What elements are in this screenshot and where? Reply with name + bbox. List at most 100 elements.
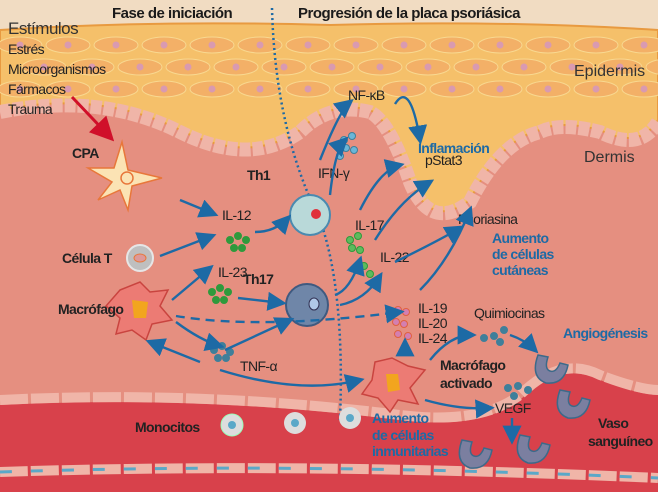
phase-divider (270, 7, 343, 421)
keratinocyte-nucleus (40, 63, 48, 71)
label-nf-kb: NF-κB (348, 87, 385, 103)
label-activated-macrophage: Macrófago (440, 357, 505, 373)
label-tnf-alpha: TNF-α (240, 358, 277, 374)
epidermis-cells (0, 36, 658, 98)
label-blood-vessel: sanguíneo (588, 433, 653, 449)
keratinocyte-nucleus (208, 41, 216, 49)
monocyte-cells (220, 407, 361, 437)
cytokine-dot (224, 288, 232, 296)
keratinocyte-nucleus (304, 41, 312, 49)
cytokine-dot (510, 392, 518, 400)
keratinocyte-nucleus (16, 85, 24, 93)
label-t-cell: Célula T (62, 250, 113, 266)
stimulus-item: Trauma (8, 101, 53, 117)
cytokine-dot (490, 332, 498, 340)
keratinocyte-nucleus (544, 41, 552, 49)
cytokine-dot (348, 244, 356, 252)
keratinocyte-nucleus (568, 63, 576, 71)
cytokine-dot (226, 236, 234, 244)
cytokine-dot (504, 384, 512, 392)
keratinocyte (645, 59, 658, 75)
cytokine-dot (222, 354, 230, 362)
cytokine-dot (356, 246, 364, 254)
keratinocyte-nucleus (184, 63, 192, 71)
outcome-skin-cells: de células (492, 246, 555, 262)
keratinocyte-nucleus (472, 63, 480, 71)
cytokine-dot (366, 270, 374, 278)
label-activated-macrophage: activado (440, 375, 492, 391)
cytokine-dot (230, 244, 238, 252)
label-chemokines: Quimiocinas (474, 305, 545, 321)
cytokine-dot (234, 232, 242, 240)
cytokine-dot (394, 306, 402, 314)
pathway-arrows (145, 96, 539, 445)
cytokine-dot (394, 330, 402, 338)
keratinocyte-nucleus (520, 63, 528, 71)
keratinocyte-nucleus (496, 85, 504, 93)
cytokine-dot (208, 288, 216, 296)
keratinocyte-nucleus (232, 63, 240, 71)
keratinocyte-nucleus (160, 41, 168, 49)
keratinocyte-nucleus (64, 85, 72, 93)
th1-cell-icon (289, 194, 331, 236)
outcome-angiogenesis: Angiogénesis (563, 325, 648, 341)
label-monocytes: Monocitos (135, 419, 200, 435)
cytokine-dot (238, 244, 246, 252)
cytokine-dot (524, 386, 532, 394)
keratinocyte-nucleus (592, 41, 600, 49)
keratinocyte (621, 80, 658, 98)
label-pstat3: pStat3 (425, 152, 463, 168)
cytokine-dot (220, 296, 228, 304)
stimulus-item: Microorganismos (8, 61, 106, 77)
label-il17: IL-17 (355, 217, 385, 233)
cytokine-dot (216, 284, 224, 292)
layer-epidermis: Epidermis (574, 63, 645, 80)
outcome-immune-cells: de células (372, 427, 435, 443)
label-vegf: VEGF (495, 400, 531, 416)
keratinocyte-nucleus (256, 41, 264, 49)
keratinocyte-nucleus (136, 63, 144, 71)
keratinocyte-nucleus (544, 85, 552, 93)
label-il20: IL-20 (418, 315, 448, 331)
cytokine-dot (480, 334, 488, 342)
keratinocyte-nucleus (616, 63, 624, 71)
header-progression: Progresión de la placa psoriásica (298, 5, 521, 22)
keratinocyte-nucleus (208, 85, 216, 93)
outcome-immune-cells: inmunitarias (372, 443, 449, 459)
stimulus-item: Estrés (8, 41, 45, 57)
cytokine-dot (392, 318, 400, 326)
keratinocyte-nucleus (88, 63, 96, 71)
stimulus-arrow (70, 95, 115, 142)
endothelial-receptors (458, 354, 591, 469)
cytokine-dot (242, 236, 250, 244)
label-macrophage: Macrófago (58, 301, 123, 317)
keratinocyte-nucleus (112, 85, 120, 93)
outcome-immune-cells: Aumento (372, 410, 429, 426)
label-apc: CPA (72, 145, 99, 161)
cytokine-dot (210, 346, 218, 354)
keratinocyte-nucleus (256, 85, 264, 93)
cytokine-dot (212, 296, 220, 304)
keratinocyte-nucleus (160, 85, 168, 93)
cytokine-dot (346, 236, 354, 244)
keratinocyte-nucleus (352, 41, 360, 49)
keratinocyte-nucleus (400, 41, 408, 49)
keratinocyte-nucleus (112, 41, 120, 49)
label-il12: IL-12 (222, 207, 252, 223)
keratinocyte-nucleus (496, 41, 504, 49)
keratinocyte-nucleus (304, 85, 312, 93)
cytokine-dot (214, 354, 222, 362)
keratinocyte-nucleus (640, 41, 648, 49)
keratinocyte-nucleus (424, 63, 432, 71)
label-th1: Th1 (247, 167, 271, 183)
keratinocyte-nucleus (448, 41, 456, 49)
cytokine-dot (500, 326, 508, 334)
keratinocyte-nucleus (64, 41, 72, 49)
keratinocyte-nucleus (352, 85, 360, 93)
cytokine-dot (354, 232, 362, 240)
keratinocyte-nucleus (16, 41, 24, 49)
basal-layer (0, 98, 658, 221)
cytokine-dot (514, 382, 522, 390)
